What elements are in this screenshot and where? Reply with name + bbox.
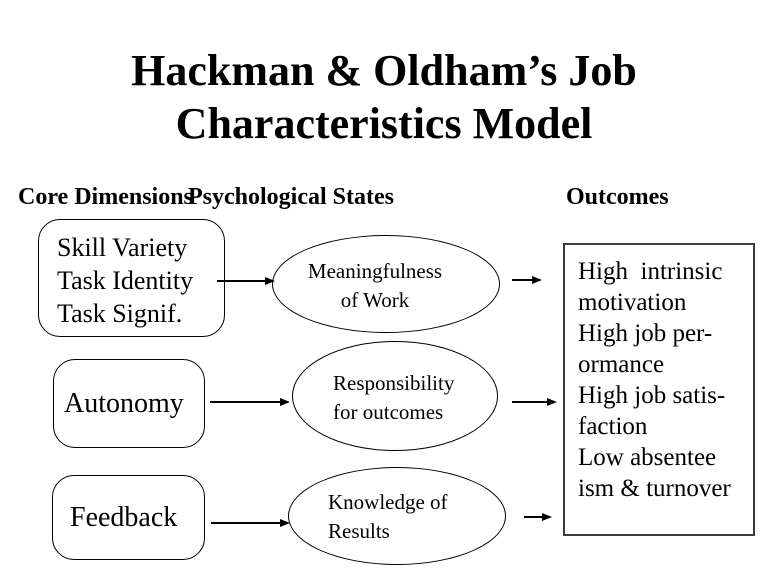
outcome-line: High job per- [578, 320, 713, 347]
core-box-line: Task Signif. [57, 299, 183, 328]
core-box-label: Feedback [70, 501, 178, 533]
core-box-skill-variety: Skill Variety Task Identity Task Signif. [38, 219, 225, 337]
ellipse-meaningfulness-of-work: Meaningfulness of Work [272, 235, 500, 333]
ellipse-line: for outcomes [333, 400, 444, 424]
arrow-feedback-to-knowledge [211, 519, 290, 527]
outcome-line: ormance [578, 351, 665, 378]
outcome-line: High job satis- [578, 382, 726, 409]
page-title: Hackman & Oldham’s Job Characteristics M… [0, 44, 768, 150]
ellipse-line: Results [328, 519, 390, 543]
outcome-line: High intrinsic [578, 258, 723, 285]
outcome-line: Low absentee [578, 444, 717, 471]
ellipse-line: of Work [340, 288, 410, 312]
ellipse-line: Responsibility [333, 371, 455, 395]
arrow-autonomy-to-responsibility [210, 398, 290, 406]
outcome-line: ism & turnover [578, 475, 731, 502]
ellipse-line: Meaningfulness [307, 259, 443, 283]
outcomes-box: High intrinsic motivation High job per- … [563, 243, 755, 536]
outcome-line: faction [578, 413, 648, 440]
column-header-outcomes: Outcomes [566, 184, 669, 210]
outcome-line: motivation [578, 289, 687, 316]
column-header-psychological-states: Psychological States [188, 184, 394, 210]
title-line-2: Characteristics Model [175, 99, 593, 148]
arrow-knowledge-to-outcomes [524, 513, 552, 521]
core-box-autonomy: Autonomy [53, 359, 205, 448]
ellipse-responsibility-for-outcomes: Responsibility for outcomes [292, 341, 498, 451]
column-header-core-dimensions: Core Dimensions [18, 184, 193, 210]
core-box-line: Task Identity [57, 266, 194, 295]
arrow-meaningfulness-to-outcomes [512, 276, 542, 284]
core-box-label: Autonomy [64, 387, 184, 419]
core-box-line: Skill Variety [57, 233, 188, 262]
ellipse-line: Knowledge of [328, 490, 448, 514]
arrow-responsibility-to-outcomes [512, 398, 557, 406]
core-box-feedback: Feedback [52, 475, 205, 560]
arrow-skill-to-meaningfulness [217, 277, 275, 285]
ellipse-knowledge-of-results: Knowledge of Results [288, 467, 506, 565]
title-line-1: Hackman & Oldham’s Job [131, 46, 637, 95]
